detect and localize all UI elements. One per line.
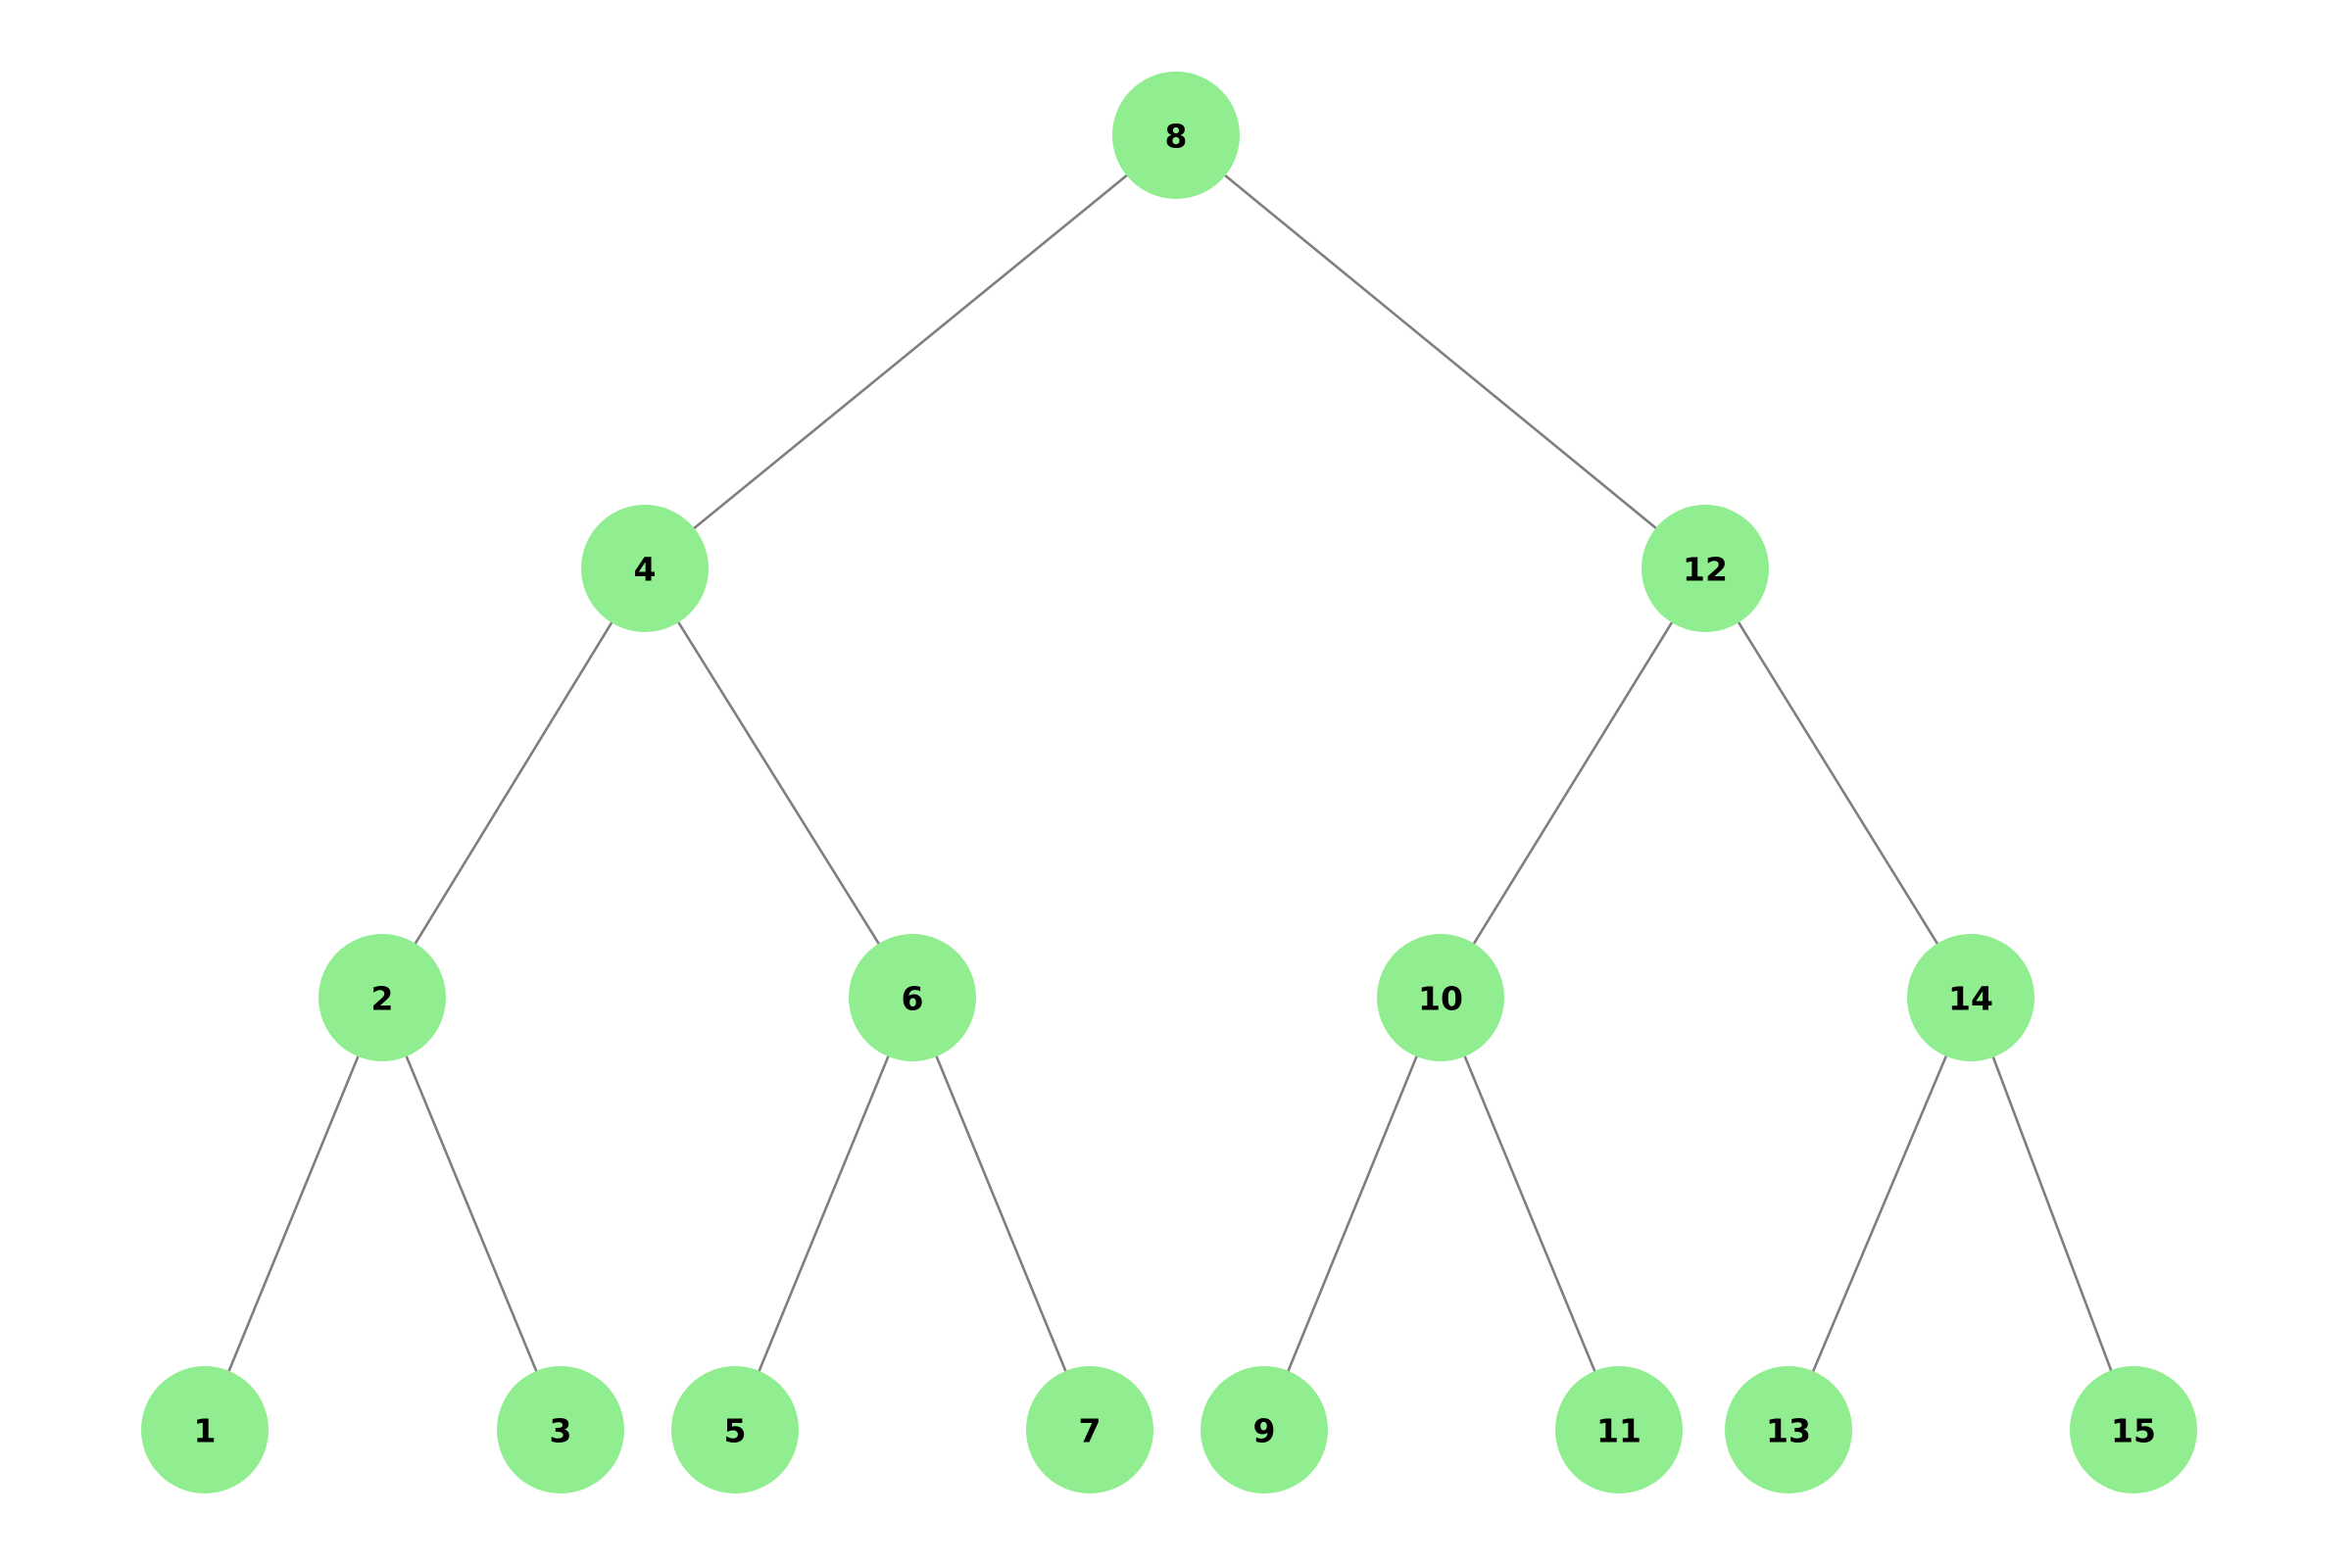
node-label-14: 14 — [1948, 980, 1993, 1018]
node-label-6: 6 — [902, 980, 924, 1018]
tree-edge-6-5 — [733, 996, 914, 1432]
tree-node-6[interactable]: 6 — [849, 934, 976, 1061]
tree-node-8[interactable]: 8 — [1112, 72, 1240, 199]
tree-node-1[interactable]: 1 — [141, 1366, 269, 1494]
node-circle-9[interactable] — [1200, 1366, 1328, 1494]
tree-node-12[interactable]: 12 — [1642, 505, 1769, 632]
node-label-4: 4 — [634, 551, 657, 589]
node-circle-1[interactable] — [141, 1366, 269, 1494]
node-circle-14[interactable] — [1907, 934, 2034, 1061]
tree-node-14[interactable]: 14 — [1907, 934, 2034, 1061]
tree-node-4[interactable]: 4 — [581, 505, 709, 632]
tree-edge-4-6 — [643, 566, 914, 1000]
tree-edge-14-15 — [1969, 996, 2135, 1432]
edge-layer — [203, 133, 2135, 1432]
tree-edge-10-9 — [1262, 996, 1443, 1432]
node-label-12: 12 — [1683, 551, 1728, 589]
node-label-3: 3 — [550, 1412, 572, 1450]
tree-edge-2-3 — [380, 996, 563, 1432]
tree-edge-6-7 — [910, 996, 1092, 1432]
node-label-8: 8 — [1165, 118, 1188, 156]
tree-edge-12-10 — [1439, 566, 1707, 1000]
tree-edge-2-1 — [203, 996, 384, 1432]
tree-edge-10-11 — [1439, 996, 1621, 1432]
tree-edge-14-13 — [1787, 996, 1973, 1432]
node-label-9: 9 — [1253, 1412, 1276, 1450]
tree-edge-4-2 — [380, 566, 647, 1000]
node-circle-13[interactable] — [1725, 1366, 1852, 1494]
tree-node-10[interactable]: 10 — [1377, 934, 1504, 1061]
tree-edge-8-4 — [643, 133, 1178, 570]
node-circle-15[interactable] — [2070, 1366, 2197, 1494]
tree-node-11[interactable]: 11 — [1555, 1366, 1683, 1494]
node-label-5: 5 — [724, 1412, 747, 1450]
tree-node-2[interactable]: 2 — [318, 934, 446, 1061]
node-circle-8[interactable] — [1112, 72, 1240, 199]
node-label-2: 2 — [371, 980, 394, 1018]
node-circle-12[interactable] — [1642, 505, 1769, 632]
node-label-11: 11 — [1596, 1412, 1642, 1450]
tree-node-5[interactable]: 5 — [671, 1366, 799, 1494]
node-label-15: 15 — [2111, 1412, 2156, 1450]
node-label-7: 7 — [1079, 1412, 1102, 1450]
tree-node-13[interactable]: 13 — [1725, 1366, 1852, 1494]
node-circle-7[interactable] — [1026, 1366, 1153, 1494]
tree-node-3[interactable]: 3 — [497, 1366, 624, 1494]
tree-node-7[interactable]: 7 — [1026, 1366, 1153, 1494]
node-label-1: 1 — [194, 1412, 217, 1450]
node-circle-5[interactable] — [671, 1366, 799, 1494]
node-circle-6[interactable] — [849, 934, 976, 1061]
node-label-10: 10 — [1418, 980, 1463, 1018]
node-label-13: 13 — [1766, 1412, 1811, 1450]
node-circle-10[interactable] — [1377, 934, 1504, 1061]
tree-node-15[interactable]: 15 — [2070, 1366, 2197, 1494]
node-circle-11[interactable] — [1555, 1366, 1683, 1494]
node-circle-3[interactable] — [497, 1366, 624, 1494]
node-circle-2[interactable] — [318, 934, 446, 1061]
tree-node-9[interactable]: 9 — [1200, 1366, 1328, 1494]
tree-edge-8-12 — [1174, 133, 1707, 570]
node-circle-4[interactable] — [581, 505, 709, 632]
tree-edge-12-14 — [1703, 566, 1973, 1000]
